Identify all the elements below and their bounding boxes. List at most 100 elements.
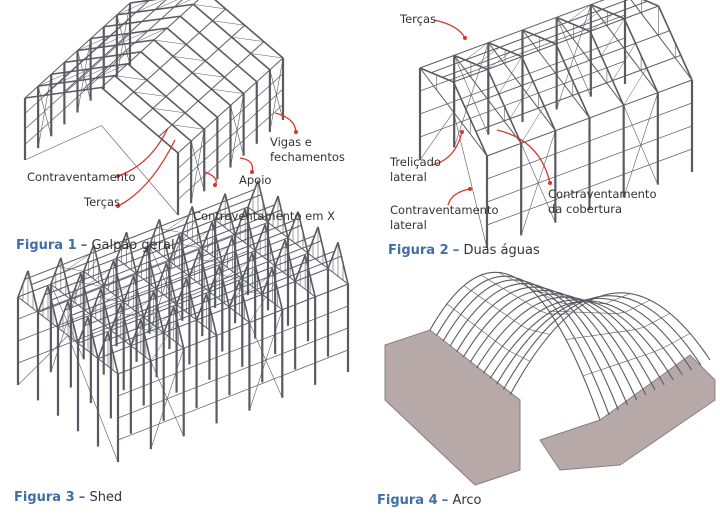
caption-dash: – — [441, 493, 449, 508]
contra-cob-line1: Contraventamento — [548, 187, 657, 201]
roof-bracing — [189, 235, 216, 277]
roof-bracing — [465, 42, 489, 61]
purlin — [111, 255, 342, 347]
roof-bracing — [135, 0, 164, 13]
x-bracing — [453, 55, 489, 135]
girt — [24, 18, 131, 114]
arrow-head — [116, 204, 120, 208]
x-bracing — [453, 111, 488, 249]
purlin — [62, 0, 167, 94]
x-bracing — [24, 125, 102, 161]
arch-longitudinal — [480, 274, 571, 315]
roof-bracing — [134, 27, 168, 43]
arrow-head — [116, 174, 120, 178]
purlin — [17, 206, 249, 298]
rafter — [623, 18, 659, 93]
purlin — [37, 221, 269, 313]
roof-bracing — [130, 304, 158, 346]
roof-bracing — [212, 20, 245, 26]
x-bracing — [149, 245, 183, 321]
roof-bracing — [192, 72, 225, 78]
rafter — [307, 226, 319, 254]
roof-bracing — [231, 36, 264, 42]
purlin — [117, 283, 349, 375]
rafter — [115, 231, 128, 259]
x-bracing — [520, 143, 556, 223]
x-bracing — [190, 141, 205, 192]
x-bracing — [77, 50, 91, 101]
x-bracing — [50, 284, 84, 360]
figure-number: Figura 2 — [388, 243, 449, 258]
figure-2-caption: Figura 2 – Duas águas — [388, 243, 540, 258]
rafter — [522, 29, 557, 45]
roof-bracing — [57, 68, 90, 84]
x-bracing — [67, 335, 119, 463]
caption-dash: – — [452, 243, 460, 258]
girt — [177, 88, 284, 185]
x-bracing — [556, 17, 592, 97]
callout-arrow — [117, 127, 169, 177]
roof-bracing — [169, 220, 196, 262]
x-bracing — [17, 335, 69, 386]
arrow-head — [460, 130, 464, 134]
roof-bracing — [498, 56, 523, 95]
x-bracing — [269, 69, 284, 121]
girt — [24, 33, 131, 130]
arch-longitudinal — [514, 277, 611, 302]
roof-bracing — [509, 81, 534, 119]
roof-bracing — [520, 105, 545, 144]
girt — [486, 102, 693, 180]
roof-bracing — [150, 320, 178, 362]
arrow-head — [213, 183, 217, 187]
arch-base-left — [384, 329, 521, 486]
callout-arrow — [274, 112, 297, 133]
roof-bracing — [115, 30, 149, 46]
arch-longitudinal — [446, 303, 531, 362]
figure-number: Figura 1 — [16, 238, 77, 253]
rafter — [82, 244, 95, 272]
roof-bracing — [578, 9, 603, 27]
rafter — [155, 262, 168, 290]
rafter — [247, 180, 259, 208]
callout-arrow — [117, 139, 176, 207]
figure-3-caption: Figura 3 – Shed — [14, 490, 122, 505]
roof-bracing — [250, 53, 284, 59]
arrow-head — [250, 170, 254, 174]
girt — [117, 349, 349, 441]
rafter — [486, 69, 522, 144]
caption-dash: – — [80, 238, 88, 253]
roof-bracing — [209, 250, 236, 292]
purlin — [84, 235, 315, 327]
purlin — [71, 224, 302, 316]
fig1-label-apoio: Apoio — [239, 173, 272, 187]
figure-title: Arco — [452, 493, 482, 508]
purlin — [97, 268, 329, 360]
roof-bracing — [155, 0, 178, 10]
rafter — [148, 218, 161, 246]
roof-bracing — [623, 67, 647, 106]
roof-bracing — [601, 18, 625, 57]
figure-title: Duas águas — [463, 243, 540, 258]
contra-cob-line2: da cobertura — [548, 202, 623, 216]
rafter — [129, 0, 158, 4]
x-bracing — [150, 361, 184, 437]
girt — [486, 148, 693, 226]
arrow-head — [463, 36, 467, 40]
roof-bracing — [90, 274, 118, 316]
vigas-line2: fechamentos — [270, 150, 345, 164]
arch-longitudinal — [497, 272, 591, 305]
trelicado-line1: Treliçado — [390, 155, 441, 169]
rafter — [214, 193, 226, 221]
rafter — [50, 257, 62, 285]
roof-bracing — [590, 13, 614, 32]
roof-bracing — [152, 108, 186, 114]
purlin — [177, 57, 284, 154]
fig1-label-tercas: Terças — [84, 195, 120, 209]
fig1-label-contraventamento: Contraventamento — [27, 170, 136, 184]
roof-bracing — [487, 51, 511, 70]
fig1-label-vigas: Vigas e fechamentos — [270, 135, 345, 165]
fig2-label-contra-cobertura: Contraventamento da cobertura — [548, 187, 656, 217]
girt — [177, 104, 284, 200]
roof-bracing — [193, 4, 226, 10]
purlin — [51, 209, 282, 301]
